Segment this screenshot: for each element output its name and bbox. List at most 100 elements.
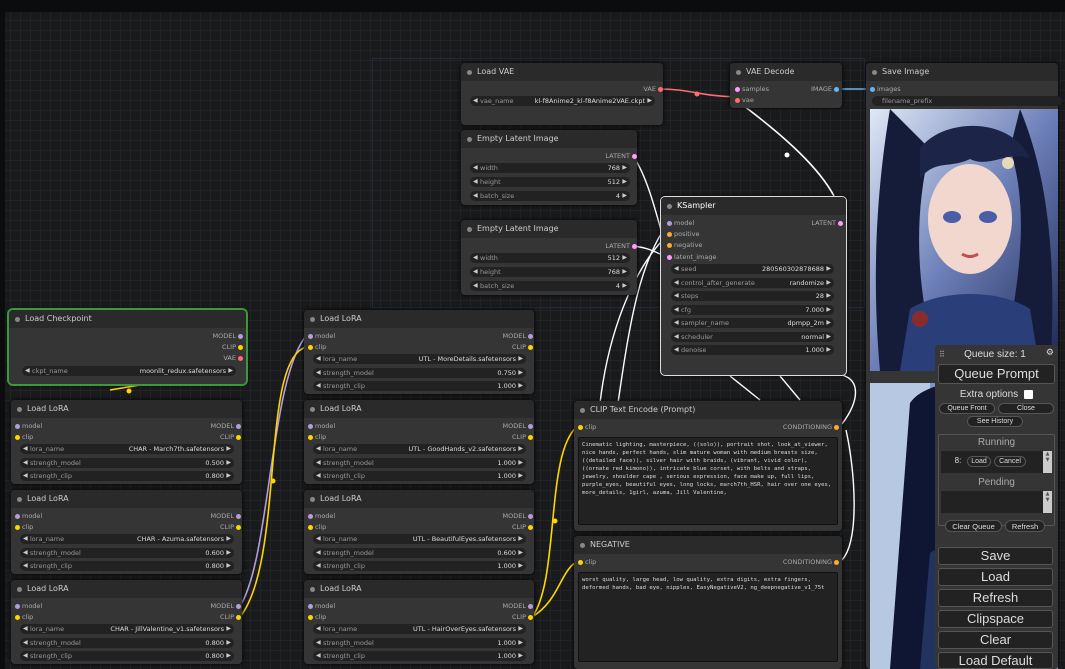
prompt-textarea[interactable]: Cinematic lighting, masterpiece, ((solo)… bbox=[578, 437, 838, 525]
slot-dot[interactable] bbox=[308, 514, 313, 519]
slot-dot[interactable] bbox=[667, 221, 672, 226]
slot-dot[interactable] bbox=[528, 615, 533, 620]
slot-dot[interactable] bbox=[667, 255, 672, 260]
collapse-dot[interactable] bbox=[15, 317, 20, 322]
output-clip[interactable]: CLIP bbox=[163, 342, 243, 352]
arrow-left-icon[interactable]: ◀ bbox=[674, 292, 679, 299]
input-model[interactable]: model bbox=[15, 511, 42, 521]
collapse-dot[interactable] bbox=[736, 70, 741, 75]
output-vae[interactable]: VAE bbox=[573, 84, 663, 94]
load-default-button[interactable]: Load Default bbox=[938, 652, 1053, 669]
arrow-left-icon[interactable]: ◀ bbox=[316, 445, 321, 452]
output-clip[interactable]: CLIP bbox=[463, 432, 533, 442]
queue-front-button[interactable]: Queue Front bbox=[939, 403, 995, 414]
input-clip[interactable]: clip bbox=[578, 557, 596, 567]
node-load-checkpoint[interactable]: Load Checkpoint MODEL CLIP VAE ◀ckpt_nam… bbox=[7, 308, 248, 386]
arrow-left-icon[interactable]: ◀ bbox=[674, 319, 679, 326]
arrow-left-icon[interactable]: ◀ bbox=[23, 549, 28, 556]
collapse-dot[interactable] bbox=[17, 497, 22, 502]
slot-dot[interactable] bbox=[838, 221, 843, 226]
arrow-right-icon[interactable]: ▶ bbox=[226, 639, 231, 646]
input-positive[interactable]: positive bbox=[667, 229, 700, 239]
node-title[interactable]: Load VAE bbox=[461, 63, 663, 81]
load-item-button[interactable]: Load bbox=[967, 456, 991, 467]
slot-dot[interactable] bbox=[834, 560, 839, 565]
arrow-right-icon[interactable]: ▶ bbox=[518, 535, 523, 542]
input-clip[interactable]: clip bbox=[308, 522, 326, 532]
node-title[interactable]: Load LoRA bbox=[304, 580, 534, 598]
arrow-right-icon[interactable]: ▶ bbox=[226, 562, 231, 569]
input-clip[interactable]: clip bbox=[578, 422, 596, 432]
clear-queue-button[interactable]: Clear Queue bbox=[945, 520, 1002, 532]
output-clip[interactable]: CLIP bbox=[171, 522, 241, 532]
input-samples[interactable]: samples bbox=[735, 84, 769, 94]
load-button[interactable]: Load bbox=[938, 568, 1053, 586]
arrow-right-icon[interactable]: ▶ bbox=[226, 625, 231, 632]
arrow-left-icon[interactable]: ◀ bbox=[316, 535, 321, 542]
output-model[interactable]: MODEL bbox=[463, 421, 533, 431]
node-clip-text-encode[interactable]: CLIP Text Encode (Prompt) clip CONDITION… bbox=[574, 401, 842, 531]
refresh-button[interactable]: Refresh bbox=[938, 589, 1053, 607]
arrow-left-icon[interactable]: ◀ bbox=[674, 278, 679, 286]
slot-dot[interactable] bbox=[735, 87, 740, 92]
node-title[interactable]: Empty Latent Image bbox=[461, 220, 637, 238]
slot-dot[interactable] bbox=[578, 425, 583, 430]
input-clip[interactable]: clip bbox=[15, 432, 33, 442]
node-title[interactable]: Load Checkpoint bbox=[9, 310, 246, 328]
slot-dot[interactable] bbox=[15, 604, 20, 609]
slot-dot[interactable] bbox=[236, 435, 241, 440]
node-title[interactable]: Load LoRA bbox=[304, 310, 534, 328]
collapse-dot[interactable] bbox=[310, 587, 315, 592]
output-model[interactable]: MODEL bbox=[463, 511, 533, 521]
input-clip[interactable]: clip bbox=[308, 432, 326, 442]
slot-dot[interactable] bbox=[667, 232, 672, 237]
collapse-dot[interactable] bbox=[467, 227, 472, 232]
collapse-dot[interactable] bbox=[310, 317, 315, 322]
output-model[interactable]: MODEL bbox=[163, 331, 243, 341]
arrow-left-icon[interactable]: ◀ bbox=[23, 445, 28, 452]
output-vae[interactable]: VAE bbox=[163, 353, 243, 363]
collapse-dot[interactable] bbox=[580, 408, 585, 413]
slot-dot[interactable] bbox=[236, 424, 241, 429]
arrow-left-icon[interactable]: ◀ bbox=[674, 305, 679, 313]
collapse-dot[interactable] bbox=[310, 497, 315, 502]
slot-dot[interactable] bbox=[308, 334, 313, 339]
arrow-left-icon[interactable]: ◀ bbox=[674, 346, 679, 353]
arrow-right-icon[interactable]: ▶ bbox=[826, 265, 831, 272]
node-title[interactable]: Load LoRA bbox=[304, 490, 534, 508]
arrow-right-icon[interactable]: ▶ bbox=[518, 445, 523, 452]
arrow-left-icon[interactable]: ◀ bbox=[23, 459, 28, 466]
arrow-right-icon[interactable]: ▶ bbox=[622, 282, 627, 289]
arrow-left-icon[interactable]: ◀ bbox=[316, 459, 321, 466]
slot-dot[interactable] bbox=[667, 243, 672, 248]
slot-dot[interactable] bbox=[735, 98, 740, 103]
arrow-left-icon[interactable]: ◀ bbox=[316, 652, 321, 659]
arrow-right-icon[interactable]: ▶ bbox=[826, 305, 831, 313]
arrow-left-icon[interactable]: ◀ bbox=[473, 164, 478, 171]
input-model[interactable]: model bbox=[308, 511, 335, 521]
arrow-right-icon[interactable]: ▶ bbox=[518, 459, 523, 466]
slot-dot[interactable] bbox=[308, 424, 313, 429]
collapse-dot[interactable] bbox=[872, 70, 877, 75]
arrow-left-icon[interactable]: ◀ bbox=[23, 472, 28, 479]
close-button[interactable]: Close bbox=[998, 403, 1054, 414]
slot-dot[interactable] bbox=[15, 514, 20, 519]
input-clip[interactable]: clip bbox=[15, 522, 33, 532]
input-model[interactable]: model bbox=[308, 331, 335, 341]
arrow-left-icon[interactable]: ◀ bbox=[316, 549, 321, 556]
